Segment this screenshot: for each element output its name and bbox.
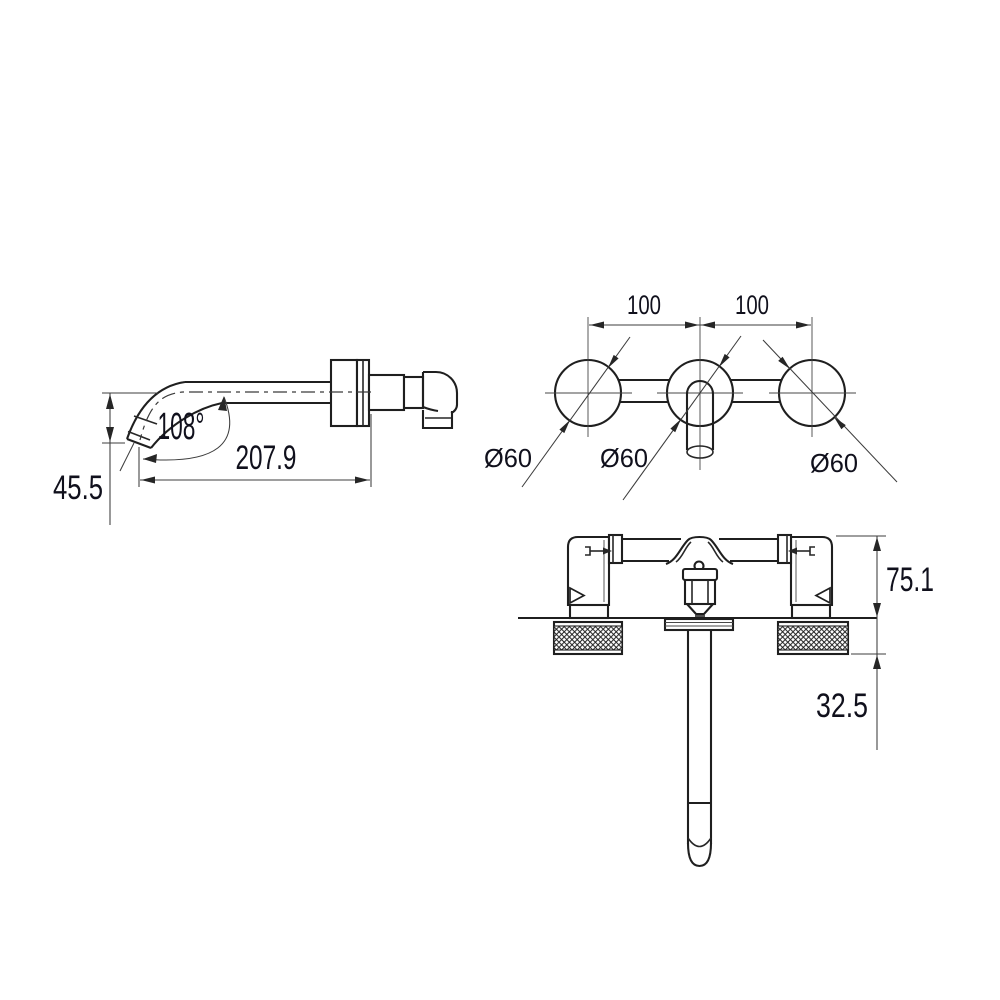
dimension-length: 207.9 <box>138 414 372 487</box>
dim-body-depth: 75.1 <box>886 561 934 599</box>
inlet-elbow-right <box>776 533 834 620</box>
dim-pitch-right: 100 <box>735 290 769 320</box>
spout-stub-front <box>685 379 715 459</box>
side-view: 45.5 207.9 108° <box>53 358 459 525</box>
dimension-depth: 75.1 <box>836 535 934 750</box>
crossbar-pipe <box>622 537 778 563</box>
mixer-cartridge <box>665 535 734 617</box>
inlet-elbow-left <box>566 533 624 620</box>
dim-knob-projection: 32.5 <box>816 687 868 725</box>
spout-tube-plan <box>686 630 713 868</box>
check-valve-symbol-right <box>814 586 831 605</box>
dim-spout-length: 207.9 <box>236 439 297 477</box>
dimension-pitch: 100 100 <box>589 290 811 329</box>
check-valve-symbol-left <box>569 586 586 605</box>
dim-diameter-middle: Ø60 <box>600 443 648 473</box>
handle-knob-left <box>552 620 624 656</box>
dim-diameter-right: Ø60 <box>810 448 858 478</box>
spout-centerline <box>139 391 371 441</box>
wall-elbow-side <box>421 370 459 430</box>
flow-arrow-left <box>585 546 612 556</box>
diameter-leaders: Ø60 Ø60 Ø60 <box>484 335 898 501</box>
connector-body <box>367 373 406 412</box>
knurled-nut-side <box>329 358 359 428</box>
front-view: Ø60 Ø60 Ø60 100 100 <box>484 290 898 501</box>
dim-diameter-left: Ø60 <box>484 443 532 473</box>
dim-spout-drop: 45.5 <box>53 469 103 507</box>
connector-neck <box>402 375 425 410</box>
spout-flange-plan <box>663 617 735 632</box>
connecting-bars <box>617 378 783 404</box>
handle-knob-right <box>776 620 850 656</box>
plan-view: 75.1 32.5 <box>518 533 934 868</box>
dimension-drop: 45.5 <box>53 392 158 525</box>
dim-spout-angle: 108° <box>158 406 205 448</box>
flow-arrow-right <box>788 546 815 556</box>
dimension-projection: 32.5 <box>816 653 886 725</box>
dim-pitch-left: 100 <box>627 290 661 320</box>
spout-wall-fittings <box>329 358 459 430</box>
dimension-angle: 108° <box>119 396 231 472</box>
spout-body <box>126 380 331 449</box>
